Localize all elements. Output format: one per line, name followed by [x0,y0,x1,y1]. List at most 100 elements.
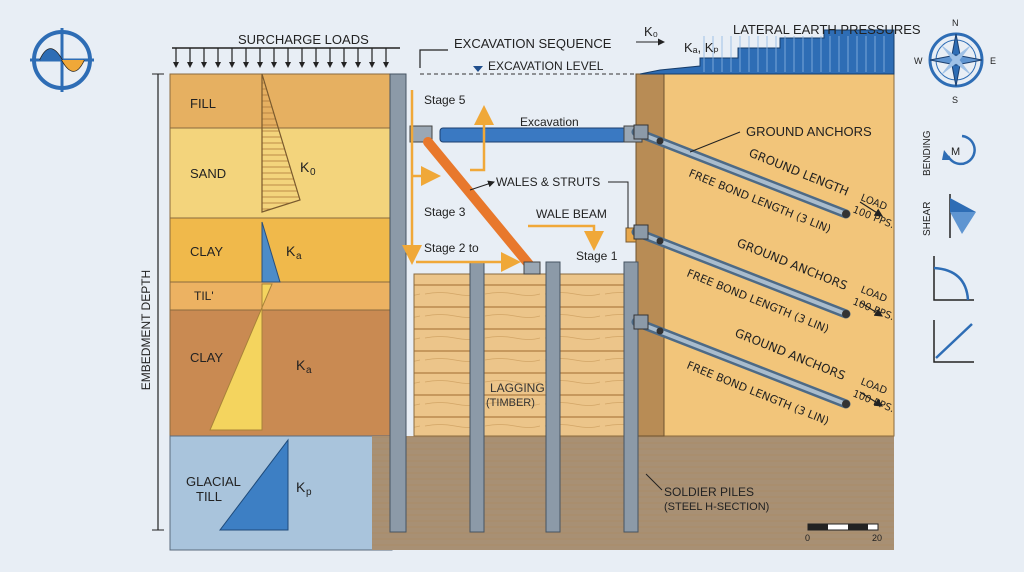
compass-n: N [952,18,959,28]
linear-graph-icon [933,320,974,363]
excavation-strut-label: Excavation [520,115,579,129]
svg-text:K: K [296,357,306,373]
anchor-load-arrow [859,201,884,217]
ground-anchors-leader [689,131,741,153]
raking-strut [423,137,537,273]
ka-label: K a [286,243,302,262]
k0-top-label: K₀ [644,24,658,39]
soldier-pile-1 [389,73,407,533]
wales-right-leader [608,181,629,228]
anchor-end [842,210,850,218]
ground-anchors [631,124,884,409]
ground-anchors-title: GROUND ANCHORS [746,124,872,139]
layer-label-fill: FILL [190,96,216,111]
surcharge-arrowhead [229,62,235,68]
anchor-load-arrow [859,391,884,407]
pressure-diagram [209,73,301,531]
surcharge-arrowhead [173,62,179,68]
layer-clay-2 [169,309,393,437]
excavation-sequence-label: EXCAVATION SEQUENCE [454,36,612,51]
ka-label-2: K a [296,357,312,376]
layer-label-clay-2: CLAY [190,350,223,365]
layer-label-till: TIL' [194,289,214,303]
anchor-nut [656,327,664,335]
anchor-end [842,310,850,318]
surcharge-arrowhead [341,62,347,68]
wale-beam-label: WALE BEAM [536,207,607,221]
surcharge-arrowhead [299,62,305,68]
svg-text:K: K [296,479,306,495]
surcharge-arrowhead [285,62,291,68]
curve-graph-icon [933,256,974,301]
k0-pressure-triangle [261,73,301,213]
excavation-level-marker [473,66,483,72]
logo-icon [30,28,94,92]
svg-text:a: a [306,365,312,376]
lateral-pressure-title: LATERAL EARTH PRESSURES [733,22,921,37]
kp-label: K p [296,479,312,498]
soldier-piles [389,73,639,533]
svg-text:K: K [286,243,296,259]
layer-label-sand: SAND [190,166,226,181]
compass-w: W [914,56,923,66]
scale-bar [807,523,879,531]
moment-icon [942,134,976,166]
surcharge-title: SURCHARGE LOADS [238,32,369,47]
anchor-nut [656,237,664,245]
pressure-hatching [703,36,885,72]
soldier-pile-4 [623,261,639,533]
surcharge-arrowhead [355,62,361,68]
surcharge-arrowhead [369,62,375,68]
anchor-nut [656,137,664,145]
stage-3-label: Stage 3 [424,205,466,219]
surcharge-arrowhead [215,62,221,68]
stage-1-label: Stage 1 [576,249,618,263]
layer-clay [169,217,393,283]
layer-label-clay: CLAY [190,244,223,259]
anchor-end [842,400,850,408]
soldier-pile-3 [545,261,561,533]
bending-label: BENDING [922,130,933,176]
ka-kp-top-label: Kₐ, Kₚ [684,40,719,55]
embedment-depth-label: EMBEDMENT DEPTH [139,270,153,390]
scale-end: 20 [872,533,882,543]
shear-label: SHEAR [922,202,933,236]
raking-strut-base [523,261,541,275]
svg-text:0: 0 [310,167,316,178]
anchor-tendon-core [634,230,848,316]
surcharge-arrowhead [313,62,319,68]
anchor-head [633,124,649,140]
anchor-tendon-core [634,130,848,216]
ka-pressure-triangle [261,221,281,283]
soldier-pile-2 [469,261,485,533]
anchor-head [633,224,649,240]
surcharge-loads [172,47,400,68]
surcharge-arrowhead [383,62,389,68]
layer-fill [169,73,393,129]
surcharge-arrowhead [327,62,333,68]
ka-pressure-curve [209,283,273,431]
sequence-leader [419,49,448,68]
soldier-piles-sub-label: (STEEL H-SECTION) [664,501,769,513]
k0-label: K 0 [300,159,316,178]
svg-text:K: K [300,159,310,175]
soldier-piles-leader [645,473,663,491]
lagging-label: LAGGING [490,381,545,395]
lagging-sub-label: (TIMBER) [486,397,535,409]
surcharge-arrowhead [271,62,277,68]
stage-2-label: Stage 2 to [424,241,479,255]
stage-5-label: Stage 5 [424,93,466,107]
soldier-piles-label: SOLDIER PILES [664,485,754,499]
surcharge-arrowhead [243,62,249,68]
svg-text:p: p [306,487,312,498]
sequence-arrows [402,90,604,272]
anchor-head [633,314,649,330]
shear-diagram-icon [949,194,976,238]
excavation-level-label: EXCAVATION LEVEL [488,59,604,73]
layer-label-till-2: TILL [196,489,222,504]
kp-pressure-triangle [218,438,289,531]
wales-leader [469,180,495,191]
layer-label-glacial: GLACIAL [186,474,241,489]
